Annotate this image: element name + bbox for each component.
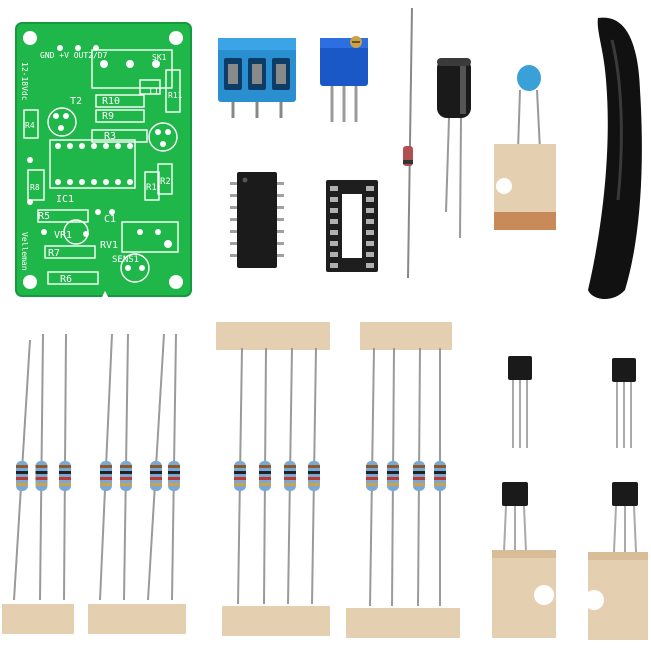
transistor-bottom-left	[492, 482, 556, 638]
label-r5: R5	[38, 211, 50, 222]
resistor	[413, 347, 425, 607]
resistor	[259, 347, 271, 605]
label-r1: R1	[146, 183, 157, 193]
tape-strip	[2, 604, 74, 634]
label-sk1: SK1	[152, 53, 167, 62]
electrolytic-capacitor	[437, 58, 471, 239]
label-brand: Velleman	[20, 232, 29, 271]
resistor	[308, 347, 320, 605]
label-r8: R8	[30, 183, 40, 192]
label-r7: R7	[48, 248, 60, 259]
label-r2: R2	[160, 177, 171, 187]
resistor-group-3	[216, 322, 330, 636]
screw-terminal	[218, 38, 296, 118]
tape-strip	[360, 322, 452, 350]
pcb-board: R10 R9 R3 R1 R2 R11 R4 R5 R7 R6 R8 T2 T1…	[15, 22, 192, 298]
label-r11: R11	[168, 91, 183, 100]
tape-strip	[216, 322, 330, 350]
transistor-top-right	[612, 358, 636, 448]
ic-chip	[230, 172, 284, 268]
label-vr1: VR1	[54, 230, 72, 241]
resistor	[387, 347, 399, 607]
resistor-group-1	[2, 333, 74, 634]
tape-strip	[346, 608, 460, 638]
label-r4: R4	[25, 121, 35, 130]
resistor	[168, 333, 180, 601]
resistor	[434, 348, 446, 606]
label-sens1: SENS1	[112, 255, 139, 265]
transistor-top-left	[508, 356, 532, 448]
resistor	[284, 347, 296, 605]
transistor-bottom-right	[584, 482, 648, 640]
resistor	[120, 333, 132, 601]
resistor-group-2	[88, 333, 186, 634]
label-power: 12-18Vdc	[20, 62, 29, 101]
label-rv1: RV1	[100, 240, 118, 251]
diode	[403, 7, 413, 279]
label-t2: T2	[70, 96, 82, 107]
tape-strip	[222, 606, 330, 636]
resistor	[13, 339, 31, 601]
label-top: GND +V OUT2/D7	[40, 51, 108, 60]
label-r3: R3	[104, 131, 116, 142]
ic-socket	[326, 180, 378, 272]
ceramic-capacitor	[494, 65, 556, 230]
label-r6: R6	[60, 274, 72, 285]
heatshrink-tube	[588, 17, 642, 300]
trimmer-potentiometer	[320, 36, 368, 122]
resistor-group-4	[346, 322, 460, 638]
tape-strip	[88, 604, 186, 634]
resistor	[234, 347, 246, 605]
label-t1: T1	[148, 87, 159, 97]
resistor	[99, 333, 113, 601]
resistor-groups	[2, 322, 460, 638]
arrow-mark-icon: ▲	[102, 289, 109, 298]
resistor	[366, 347, 378, 607]
label-r9: R9	[102, 111, 114, 122]
label-c1: C1	[104, 214, 116, 225]
resistor	[59, 333, 71, 601]
label-ic1: IC1	[56, 194, 74, 205]
resistor	[35, 333, 48, 601]
resistor	[147, 333, 165, 601]
label-r10: R10	[102, 96, 120, 107]
